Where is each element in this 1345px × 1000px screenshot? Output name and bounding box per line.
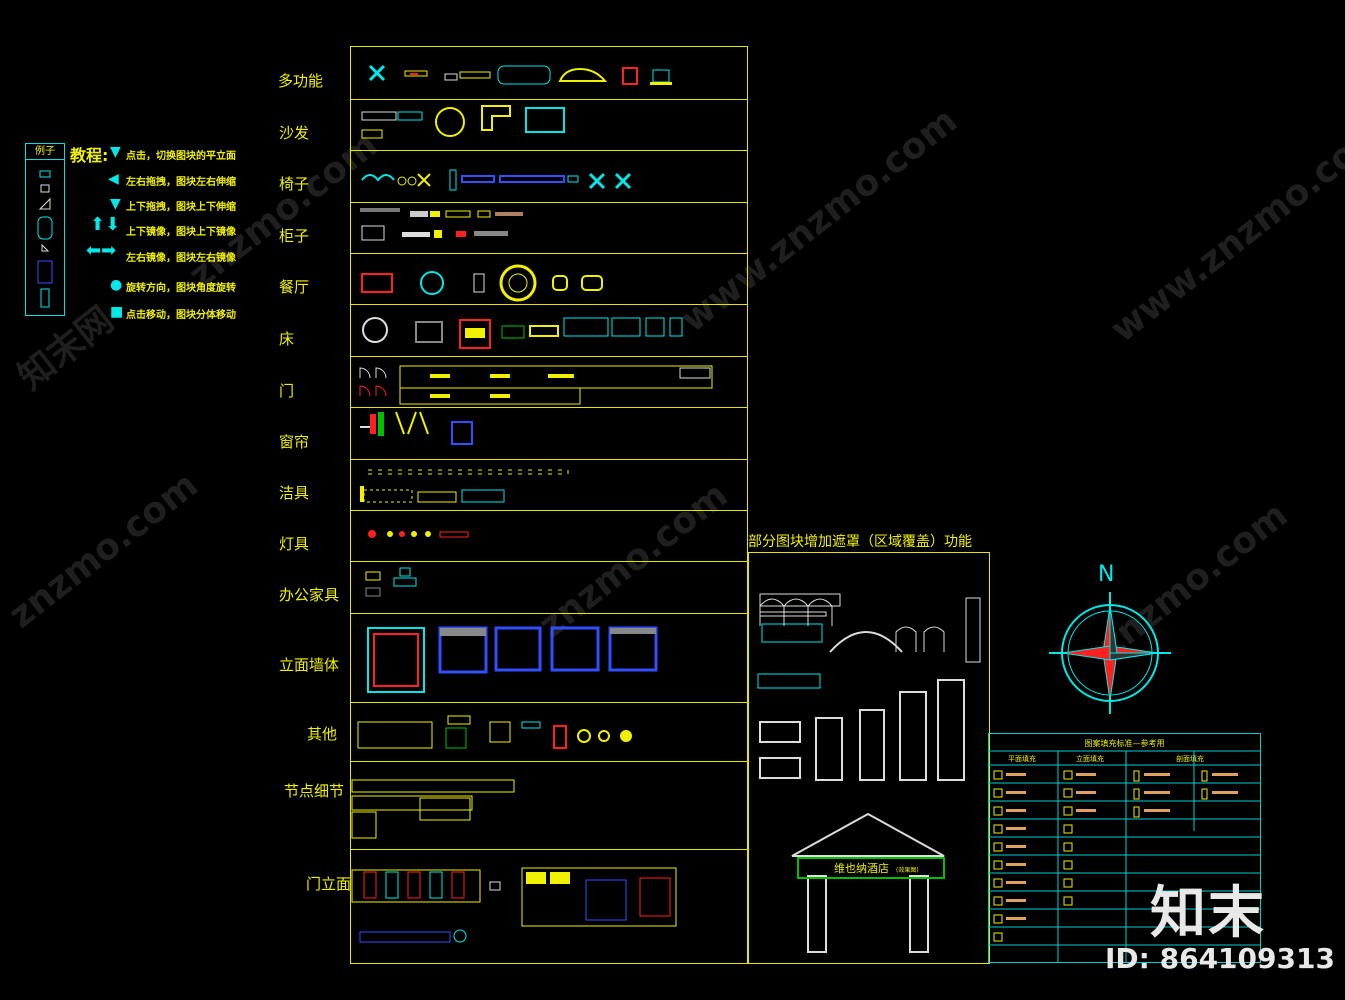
curtain-blocks <box>360 411 473 445</box>
bed-blocks <box>362 317 683 349</box>
hatch-header-plan: 平面填充 <box>1008 755 1036 763</box>
watermark-text: www.znzmo.com <box>1103 110 1345 351</box>
dining-blocks <box>361 264 603 302</box>
category-label-multifunction[interactable]: 多功能 <box>278 72 324 90</box>
square-icon: ■ <box>110 304 124 320</box>
compass-rose-icon <box>1049 592 1171 714</box>
sofa-blocks <box>361 105 565 139</box>
hatch-table-title: 图案填充标准—参考用 <box>1084 739 1165 748</box>
category-label-sanitary[interactable]: 洁具 <box>279 484 310 502</box>
category-label-bed[interactable]: 床 <box>279 330 295 348</box>
category-label-door-elevation[interactable]: 门立面 <box>306 875 352 893</box>
category-label-sofa[interactable]: 沙发 <box>279 124 310 142</box>
watermark-logo: 知末 <box>1150 881 1266 946</box>
arrow-up-down-icon: ⬆⬇ <box>90 214 121 235</box>
chair-blocks <box>361 169 632 191</box>
cabinet-blocks <box>360 208 523 241</box>
tutorial-item: 点击，切换图块的平立面 <box>126 151 236 162</box>
watermark-text: znzmo.com <box>1 464 206 637</box>
legend-box <box>25 143 65 316</box>
other-blocks <box>357 715 632 749</box>
category-label-node-detail[interactable]: 节点细节 <box>284 782 345 800</box>
category-label-curtain[interactable]: 窗帘 <box>279 433 310 451</box>
elevation-wall-blocks <box>367 626 658 693</box>
tutorial-item: 左右拖拽，图块左右伸缩 <box>126 177 236 188</box>
lighting-blocks <box>368 530 469 538</box>
tutorial-item: 上下镜像，图块上下镜像 <box>126 227 236 238</box>
compass-north-label: N <box>1098 562 1115 587</box>
hotel-sign-subtext: (效果图) <box>896 866 919 874</box>
office-blocks <box>365 567 417 597</box>
circle-dot-icon: ● <box>110 277 123 293</box>
block-library-grid <box>350 46 748 964</box>
mask-panel-blocks[interactable]: 维也纳酒店 (效果图) <box>748 552 990 964</box>
tutorial-item: 点击移动，图块分体移动 <box>126 310 236 321</box>
category-label-elevation-wall[interactable]: 立面墙体 <box>279 656 340 674</box>
category-label-door[interactable]: 门 <box>279 382 295 400</box>
door-elevation-blocks <box>351 867 677 943</box>
watermark-id: ID: 864109313 <box>1105 942 1335 975</box>
arrow-left-icon: ◀ <box>108 171 119 187</box>
hatch-standard-table <box>988 733 1261 963</box>
arrow-left-right-icon: ⬅➡ <box>86 240 117 261</box>
category-label-office[interactable]: 办公家具 <box>279 586 340 604</box>
triangle-down-icon: ▼ <box>110 144 121 160</box>
tutorial-item: 上下拖拽，图块上下伸缩 <box>126 202 236 213</box>
legend-title: 例子 <box>26 144 64 160</box>
multifunction-blocks <box>368 64 672 85</box>
mask-panel <box>748 552 990 964</box>
door-blocks <box>359 365 713 405</box>
cad-block-thumbnails[interactable] <box>350 46 748 964</box>
hotel-sign-text: 维也纳酒店 <box>834 861 889 875</box>
category-label-dining[interactable]: 餐厅 <box>279 278 310 296</box>
category-label-cabinet[interactable]: 柜子 <box>279 227 310 245</box>
node-detail-blocks <box>351 779 515 839</box>
tutorial-title: 教程: <box>70 146 109 165</box>
hatch-header-section: 剖面填充 <box>1176 755 1204 763</box>
mask-panel-title: 部分图块增加遮罩（区域覆盖）功能 <box>748 534 972 550</box>
hatch-header-elevation: 立面填充 <box>1076 755 1104 763</box>
sanitary-blocks <box>360 469 569 503</box>
triangle-down-icon: ▼ <box>110 196 121 212</box>
category-label-lighting[interactable]: 灯具 <box>279 535 310 553</box>
category-label-other[interactable]: 其他 <box>307 725 338 743</box>
category-label-chair[interactable]: 椅子 <box>279 175 310 193</box>
legend-sample-icons <box>37 170 53 308</box>
hatch-table-grid <box>988 750 1261 963</box>
tutorial-item: 旋转方向，图块角度旋转 <box>126 283 236 294</box>
tutorial-item: 左右镜像，图块左右镜像 <box>126 253 236 264</box>
